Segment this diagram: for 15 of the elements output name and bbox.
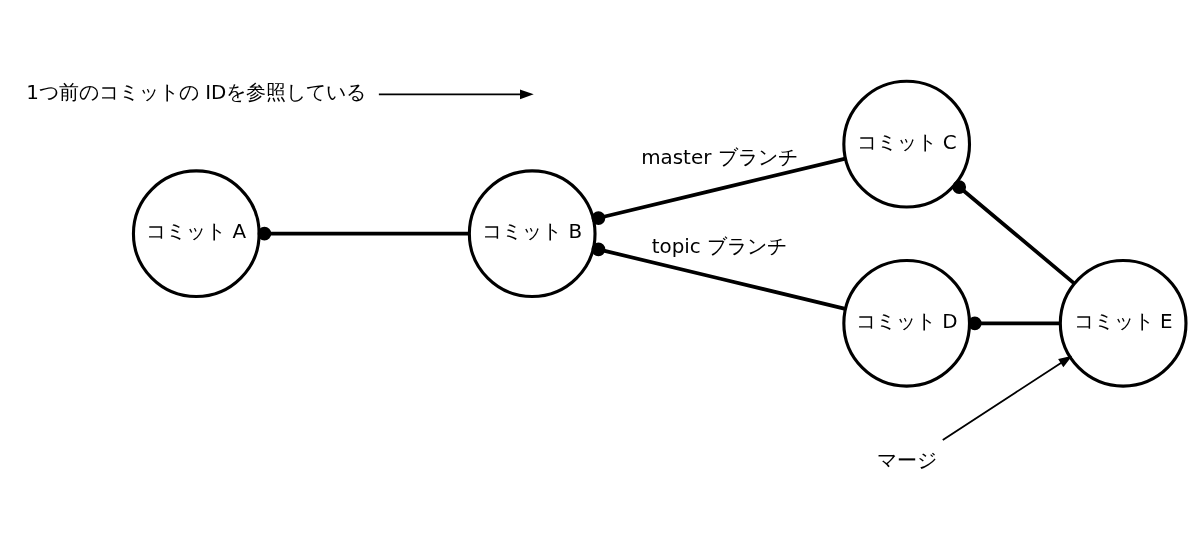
node-circle: コミット D xyxy=(842,258,972,388)
node-text: マージ xyxy=(876,448,937,472)
connector xyxy=(591,156,846,225)
connector xyxy=(591,242,846,311)
connector xyxy=(257,226,470,241)
edge-label: master ブランチ xyxy=(641,145,798,169)
connector xyxy=(952,179,1076,285)
node-text: 1つ前のコミットの IDを参照している xyxy=(26,80,367,104)
connector xyxy=(967,315,1061,330)
edge-label: topic ブランチ xyxy=(651,234,788,258)
arrow xyxy=(941,355,1073,441)
node-circle: コミット C xyxy=(842,79,972,208)
arrow xyxy=(377,89,534,99)
node-circle: コミット A xyxy=(131,168,261,298)
node-circle: コミット B xyxy=(467,168,597,298)
